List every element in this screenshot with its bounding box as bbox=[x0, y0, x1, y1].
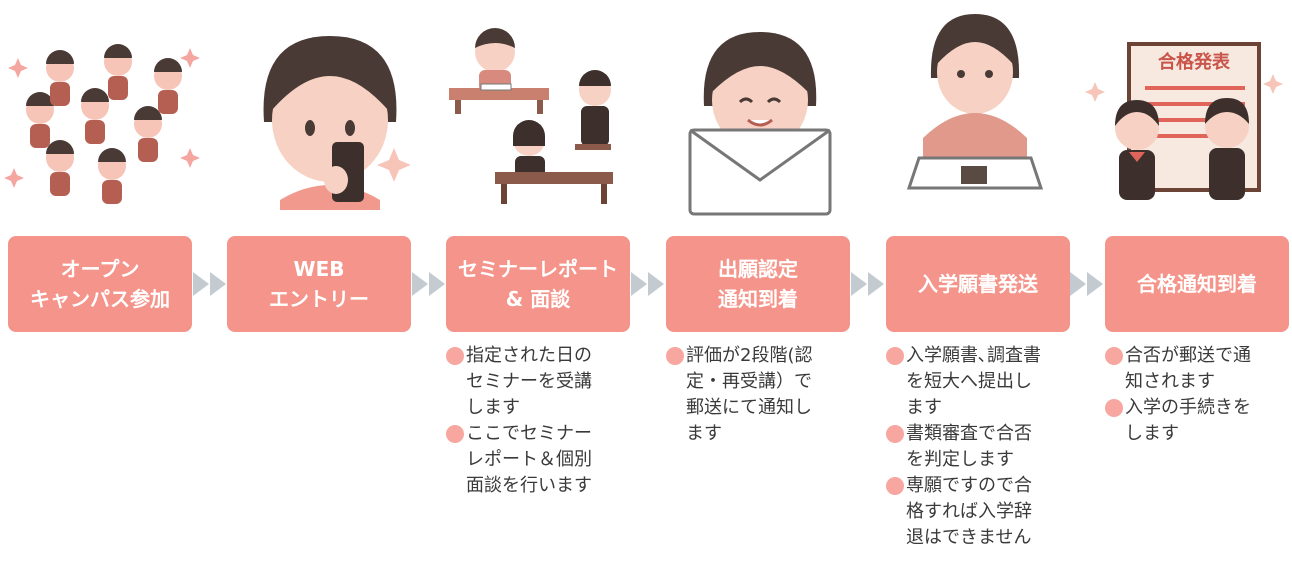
bullet-dot-icon bbox=[886, 425, 904, 443]
step-box-application: 入学願書発送 bbox=[886, 236, 1070, 332]
bullet-text: 評価が2段階(認 定・再受講）で 郵送にて通知し ます bbox=[686, 345, 813, 444]
bullet-text: 入学願書､調査書 を短大へ提出し ます bbox=[906, 345, 1041, 418]
step-label: WEB エントリー bbox=[269, 257, 369, 311]
bullet-dot-icon bbox=[446, 347, 464, 365]
step-label: 入学願書発送 bbox=[918, 272, 1038, 296]
bullet-dot-icon bbox=[886, 347, 904, 365]
bullet-text: 入学の手続きを します bbox=[1125, 397, 1251, 444]
bullet-dot-icon bbox=[886, 477, 904, 495]
bullet-dot-icon bbox=[1105, 399, 1123, 417]
bullet-text: 指定された日の セミナーを受講 します bbox=[466, 345, 592, 418]
step-box-pass-notice: 合格通知到着 bbox=[1105, 236, 1289, 332]
crowd-jumping-icon bbox=[0, 28, 205, 210]
bullet-item: 指定された日の セミナーを受講 します bbox=[446, 343, 636, 421]
step-box-certification: 出願認定 通知到着 bbox=[666, 236, 850, 332]
step-label: オープン キャンパス参加 bbox=[30, 257, 170, 311]
bullet-text: 合否が郵送で通 知されます bbox=[1125, 345, 1251, 392]
bullet-item: 評価が2段階(認 定・再受講）で 郵送にて通知し ます bbox=[666, 343, 856, 447]
bullet-item: ここでセミナー レポート＆個別 面談を行います bbox=[446, 421, 636, 499]
step-box-web-entry: WEB エントリー bbox=[227, 236, 411, 332]
pass-celebration-icon: 合格発表 bbox=[1085, 42, 1285, 202]
double-chevron-arrow-icon bbox=[631, 272, 664, 296]
bullet-dot-icon bbox=[666, 347, 684, 365]
bullet-text: 専願ですので合 格すれば入学辞 退はできません bbox=[906, 475, 1032, 548]
step-box-seminar: セミナーレポート & 面談 bbox=[446, 236, 630, 332]
step-label: セミナーレポート & 面談 bbox=[458, 257, 618, 311]
double-chevron-arrow-icon bbox=[851, 272, 884, 296]
bullet-item: 合否が郵送で通 知されます bbox=[1105, 343, 1292, 395]
bullet-item: 入学の手続きを します bbox=[1105, 395, 1292, 447]
step-box-open-campus: オープン キャンパス参加 bbox=[8, 236, 192, 332]
double-chevron-arrow-icon bbox=[412, 272, 445, 296]
double-chevron-arrow-icon bbox=[1070, 272, 1103, 296]
step-label: 合格通知到着 bbox=[1137, 272, 1257, 296]
application-desk-icon bbox=[905, 8, 1045, 208]
smartphone-girl-icon bbox=[250, 30, 410, 210]
pass-board-text: 合格発表 bbox=[1158, 51, 1231, 73]
seminar-interview-icon bbox=[445, 12, 625, 212]
bullet-item: 入学願書､調査書 を短大へ提出し ます bbox=[886, 343, 1076, 421]
step-description-certification: 評価が2段階(認 定・再受講）で 郵送にて通知し ます bbox=[666, 343, 856, 447]
step-label: 出願認定 通知到着 bbox=[718, 257, 798, 311]
step-description-seminar: 指定された日の セミナーを受講 します ここでセミナー レポート＆個別 面談を行… bbox=[446, 343, 636, 499]
step-description-pass-notice: 合否が郵送で通 知されます 入学の手続きを します bbox=[1105, 343, 1292, 447]
bullet-text: ここでセミナー レポート＆個別 面談を行います bbox=[466, 423, 592, 496]
bullet-item: 専願ですので合 格すれば入学辞 退はできません bbox=[886, 473, 1076, 551]
double-chevron-arrow-icon bbox=[193, 272, 226, 296]
bullet-item: 書類審査で合否 を判定します bbox=[886, 421, 1076, 473]
step-description-application: 入学願書､調査書 を短大へ提出し ます 書類審査で合否 を判定します 専願ですの… bbox=[886, 343, 1076, 551]
envelope-girl-icon bbox=[680, 26, 840, 216]
bullet-dot-icon bbox=[446, 425, 464, 443]
bullet-dot-icon bbox=[1105, 347, 1123, 365]
bullet-text: 書類審査で合否 を判定します bbox=[906, 423, 1032, 470]
